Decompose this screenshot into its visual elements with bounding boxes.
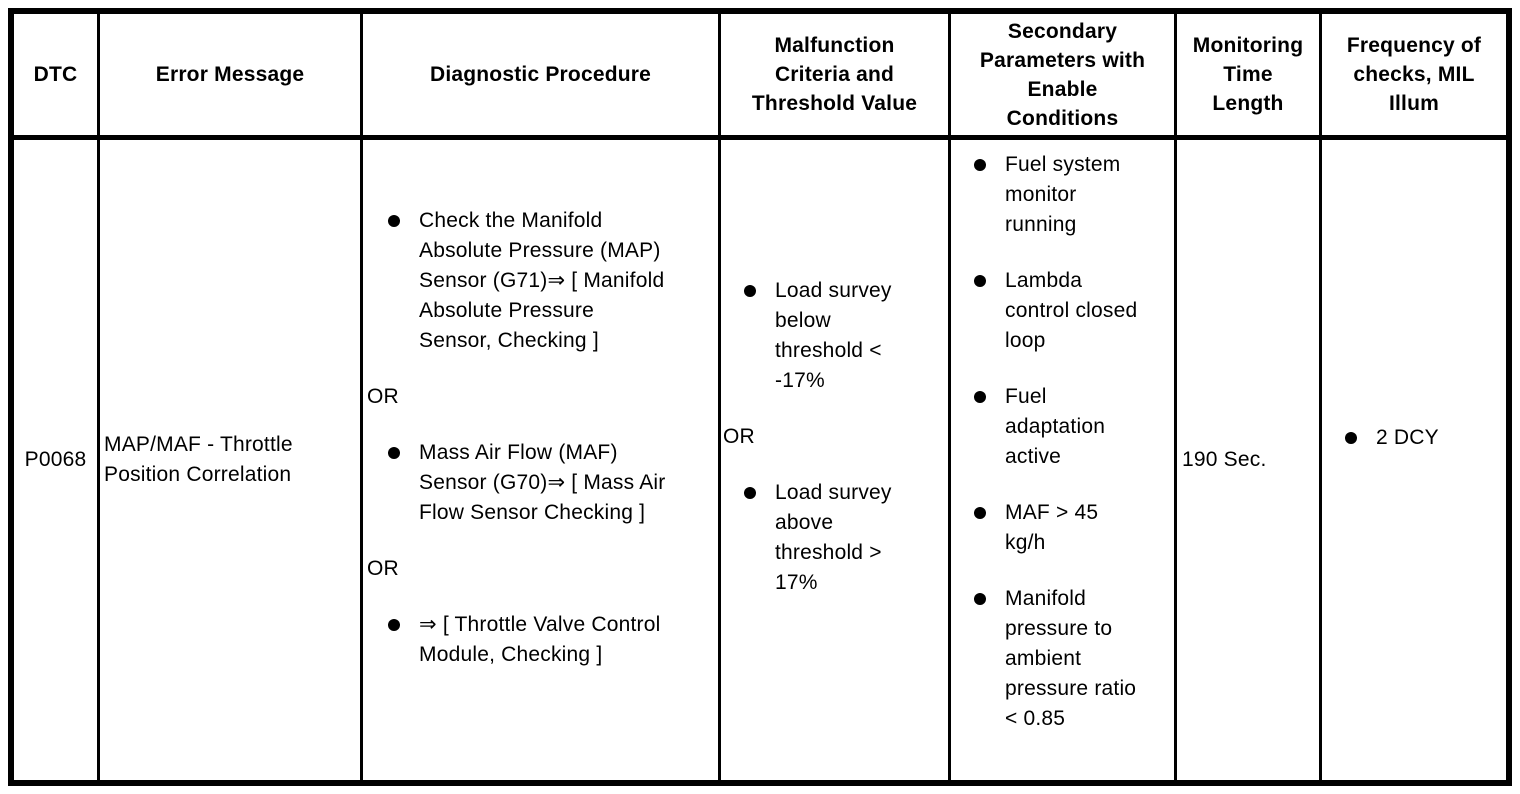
header-dtc: DTC xyxy=(14,14,100,135)
bullet-icon xyxy=(388,619,400,631)
list-item-text: Manifold pressure to ambient pressure ra… xyxy=(1005,587,1137,730)
bullet-icon xyxy=(974,593,986,605)
list-item: OR xyxy=(367,382,718,412)
list-item: Fuel system monitor running xyxy=(953,150,1174,240)
bullet-icon xyxy=(388,447,400,459)
list-item-text: Load survey below threshold < -17% xyxy=(775,279,892,392)
cell-dtc-code: P0068 xyxy=(14,140,100,780)
list-item: Check the Manifold Absolute Pressure (MA… xyxy=(367,206,718,356)
list-item-text: Load survey above threshold > 17% xyxy=(775,481,892,594)
cell-monitoring-time: 190 Sec. xyxy=(1177,140,1322,780)
list-item-text: Fuel adaptation active xyxy=(1005,385,1106,468)
cell-diagnostic-procedure: Check the Manifold Absolute Pressure (MA… xyxy=(363,140,721,780)
list-item: OR xyxy=(723,422,948,452)
cell-malfunction-criteria: Load survey below threshold < -17% OR Lo… xyxy=(721,140,951,780)
frequency-list: 2 DCY xyxy=(1324,423,1506,453)
table-header-row: DTC Error Message Diagnostic Procedure M… xyxy=(14,14,1506,140)
malfunction-criteria-list: Load survey below threshold < -17% OR Lo… xyxy=(723,276,948,598)
header-diagnostic-procedure: Diagnostic Procedure xyxy=(363,14,721,135)
cell-secondary-parameters: Fuel system monitor running Lambda contr… xyxy=(951,140,1177,780)
cell-frequency: 2 DCY xyxy=(1322,140,1506,780)
error-message-text: MAP/MAF - Throttle Position Correlation xyxy=(104,433,293,486)
list-item-text: Check the Manifold Absolute Pressure (MA… xyxy=(419,209,665,352)
list-item-text: Lambda control closed loop xyxy=(1005,269,1138,352)
list-item: Load survey below threshold < -17% xyxy=(723,276,948,396)
list-item-text: ⇒ [ Throttle Valve Control Module, Check… xyxy=(419,613,661,666)
bullet-icon xyxy=(974,159,986,171)
list-item-text: 2 DCY xyxy=(1376,426,1439,449)
bullet-icon xyxy=(974,391,986,403)
list-item: Load survey above threshold > 17% xyxy=(723,478,948,598)
list-item-text: OR xyxy=(723,425,755,448)
list-item-text: Mass Air Flow (MAF) Sensor (G70)⇒ [ Mass… xyxy=(419,441,666,524)
list-item-text: OR xyxy=(367,385,399,408)
list-item-text: Fuel system monitor running xyxy=(1005,153,1121,236)
bullet-icon xyxy=(1345,432,1357,444)
diagnostic-procedure-list: Check the Manifold Absolute Pressure (MA… xyxy=(367,206,718,670)
header-secondary-parameters: Secondary Parameters with Enable Conditi… xyxy=(951,14,1177,135)
header-error-message: Error Message xyxy=(100,14,363,135)
list-item: ⇒ [ Throttle Valve Control Module, Check… xyxy=(367,610,718,670)
dtc-code: P0068 xyxy=(24,448,87,471)
header-monitoring-time: Monitoring Time Length xyxy=(1177,14,1322,135)
list-item-text: MAF > 45 kg/h xyxy=(1005,501,1099,554)
bullet-icon xyxy=(744,487,756,499)
dtc-diagnostic-table: DTC Error Message Diagnostic Procedure M… xyxy=(8,8,1512,786)
list-item: Manifold pressure to ambient pressure ra… xyxy=(953,584,1174,734)
bullet-icon xyxy=(974,275,986,287)
bullet-icon xyxy=(388,215,400,227)
bullet-icon xyxy=(974,507,986,519)
list-item: MAF > 45 kg/h xyxy=(953,498,1174,558)
header-malfunction-criteria: Malfunction Criteria and Threshold Value xyxy=(721,14,951,135)
list-item: OR xyxy=(367,554,718,584)
header-frequency: Frequency of checks, MIL Illum xyxy=(1346,34,1482,115)
monitoring-time-text: 190 Sec. xyxy=(1182,448,1267,471)
list-item: Fuel adaptation active xyxy=(953,382,1174,472)
list-item: Lambda control closed loop xyxy=(953,266,1174,356)
table-row: P0068 MAP/MAF - Throttle Position Correl… xyxy=(14,140,1506,780)
cell-error-message: MAP/MAF - Throttle Position Correlation xyxy=(100,140,363,780)
list-item-text: OR xyxy=(367,557,399,580)
list-item: 2 DCY xyxy=(1324,423,1506,453)
list-item: Mass Air Flow (MAF) Sensor (G70)⇒ [ Mass… xyxy=(367,438,718,528)
bullet-icon xyxy=(744,285,756,297)
secondary-parameters-list: Fuel system monitor running Lambda contr… xyxy=(953,150,1174,734)
